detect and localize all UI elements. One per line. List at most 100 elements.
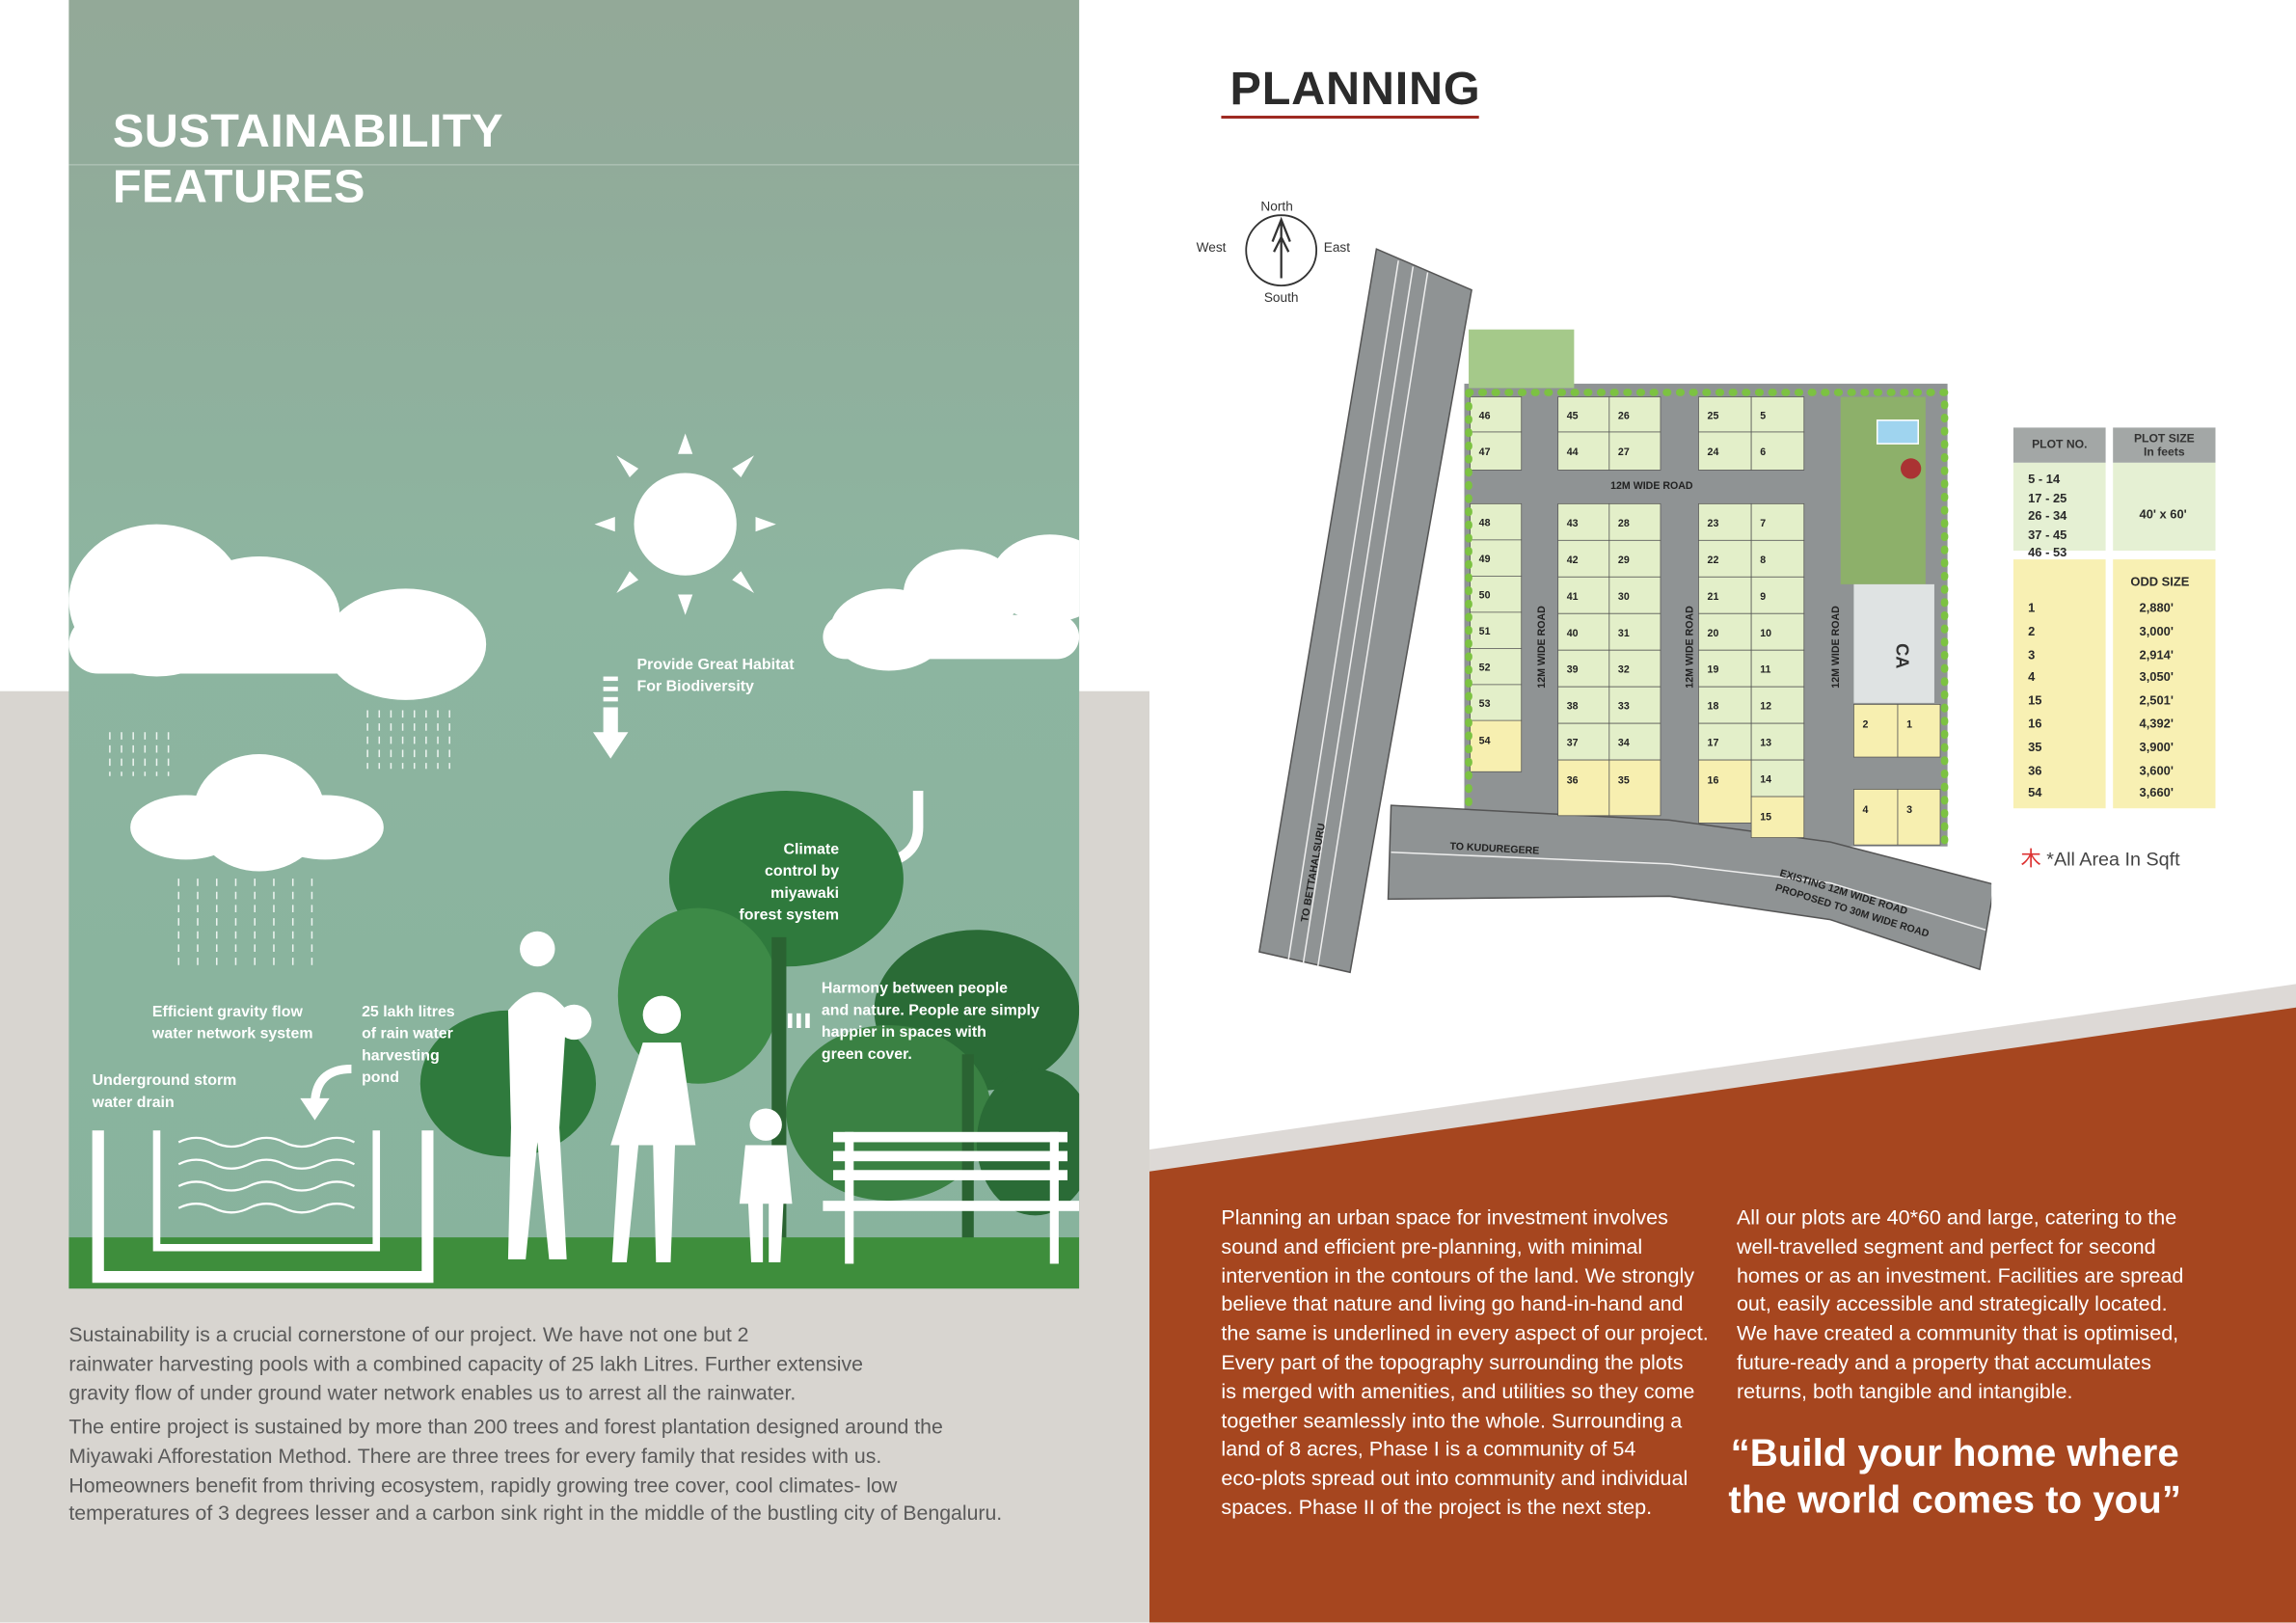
- plot-5: [1750, 396, 1805, 433]
- plots-layer: 4647484950515253544544434241403938373626…: [1465, 389, 1949, 851]
- plot-label: 16: [1708, 774, 1719, 786]
- road-label: 12M WIDE ROAD: [1536, 606, 1548, 689]
- plot-22: [1698, 539, 1752, 578]
- odd-plot-size: 3,000': [2139, 623, 2174, 638]
- cloud-icon: [68, 524, 487, 700]
- plot-label: 19: [1708, 664, 1719, 676]
- plot-label: 31: [1618, 628, 1630, 639]
- plot-label: 7: [1760, 518, 1766, 529]
- plot-43: [1557, 502, 1610, 541]
- family-silhouette: [507, 931, 793, 1262]
- plot-label: 8: [1760, 555, 1766, 566]
- divider: [68, 164, 1080, 166]
- odd-plot-no: 2: [2028, 623, 2036, 638]
- plot-51: [1470, 611, 1523, 649]
- plot-18: [1698, 686, 1752, 724]
- plot-2: [1853, 704, 1899, 758]
- odd-plot-size: 3,900': [2139, 739, 2174, 754]
- plot-label: 24: [1708, 446, 1719, 458]
- plot-38: [1557, 686, 1610, 724]
- tree-border: [1465, 389, 1949, 851]
- plot-37: [1557, 722, 1610, 761]
- odd-plot-size: 2,914': [2139, 646, 2174, 662]
- plot-label: 32: [1618, 664, 1630, 676]
- gazebo-icon: [1901, 458, 1922, 479]
- plot-label: 10: [1760, 628, 1771, 639]
- plot-label: 11: [1760, 664, 1770, 676]
- plot-44: [1557, 431, 1610, 471]
- plot-label: 2: [1863, 719, 1869, 731]
- header-plot-no: PLOT NO.: [2012, 427, 2106, 463]
- odd-plot-no: 1: [2028, 600, 2036, 615]
- plot-30: [1608, 576, 1661, 614]
- compass-east: East: [1324, 240, 1351, 255]
- road-to-bettahalsuru: TO BETTAHALSURU: [1258, 248, 1472, 974]
- plot-54: [1470, 719, 1523, 772]
- plot-label: 33: [1618, 701, 1630, 713]
- sun-icon: [594, 433, 776, 615]
- odd-plot-size: 2,501': [2139, 692, 2174, 708]
- plot-15: [1750, 796, 1805, 838]
- plot-40: [1557, 612, 1610, 651]
- odd-plot-no: 54: [2028, 785, 2042, 800]
- title-line: FEATURES: [112, 159, 365, 213]
- plot-label: 28: [1618, 518, 1630, 529]
- plot-label: 46: [1479, 410, 1491, 421]
- plot-label: 9: [1760, 591, 1766, 603]
- odd-plot-no: 3: [2028, 646, 2036, 662]
- plot-50: [1470, 575, 1523, 613]
- compass-north: North: [1260, 200, 1292, 214]
- plot-25: [1698, 396, 1752, 433]
- plot-29: [1608, 539, 1661, 578]
- plot-6: [1750, 431, 1805, 471]
- compass-west: West: [1197, 240, 1227, 255]
- plot-46: [1470, 396, 1523, 433]
- planning-paragraph-2: All our plots are 40*60 and large, cater…: [1736, 1206, 2184, 1404]
- plot-label: 45: [1567, 410, 1579, 421]
- plot-label: 36: [1567, 774, 1579, 786]
- road-label: 12M WIDE ROAD: [1830, 606, 1842, 689]
- pond-icon: [92, 1130, 434, 1284]
- plot-8: [1750, 539, 1805, 578]
- ca-label: CA: [1892, 643, 1911, 668]
- entrance-garden: [1469, 329, 1575, 389]
- plot-label: 17: [1708, 738, 1719, 749]
- odd-size-header: ODD SIZE: [2130, 574, 2190, 589]
- odd-plot-no: 16: [2028, 716, 2042, 731]
- compass-icon: North South East West: [1197, 200, 1351, 305]
- plot-45: [1557, 396, 1610, 433]
- rain-icon: [109, 710, 450, 967]
- sustainability-paragraph-1: Sustainability is a crucial cornerstone …: [68, 1322, 863, 1404]
- sustainability-illustration: [68, 433, 1080, 1289]
- plot-label: 27: [1618, 446, 1630, 458]
- planning-paragraph-1: Planning an urban space for investment i…: [1221, 1206, 1709, 1521]
- plot-label: 47: [1479, 446, 1491, 458]
- plot-label: 51: [1479, 626, 1491, 637]
- plot-47: [1470, 431, 1523, 471]
- plot-31: [1608, 612, 1661, 651]
- site-plan-map: North South East West TO BETTAHALSURU TO…: [1197, 200, 1992, 974]
- plot-10: [1750, 612, 1805, 651]
- plot-label: 26: [1618, 410, 1630, 421]
- plot-label: 20: [1708, 628, 1719, 639]
- area-note: ⽊ *All Area In Sqft: [2020, 846, 2180, 870]
- plot-label: 25: [1708, 410, 1719, 421]
- plot-23: [1698, 502, 1752, 541]
- cloud-icon: [823, 534, 1080, 671]
- plot-label: 5: [1760, 410, 1766, 421]
- plot-label: 12: [1760, 701, 1771, 713]
- plot-49: [1470, 539, 1523, 577]
- plot-27: [1608, 431, 1661, 471]
- plot-35: [1608, 759, 1661, 817]
- plot-label: 49: [1479, 554, 1491, 565]
- plot-label: 6: [1760, 446, 1766, 458]
- plot-label: 30: [1618, 591, 1630, 603]
- plot-label: 35: [1618, 774, 1630, 786]
- plot-label: 37: [1567, 738, 1579, 749]
- road-label: 12M WIDE ROAD: [1684, 606, 1695, 689]
- plot-17: [1698, 722, 1752, 761]
